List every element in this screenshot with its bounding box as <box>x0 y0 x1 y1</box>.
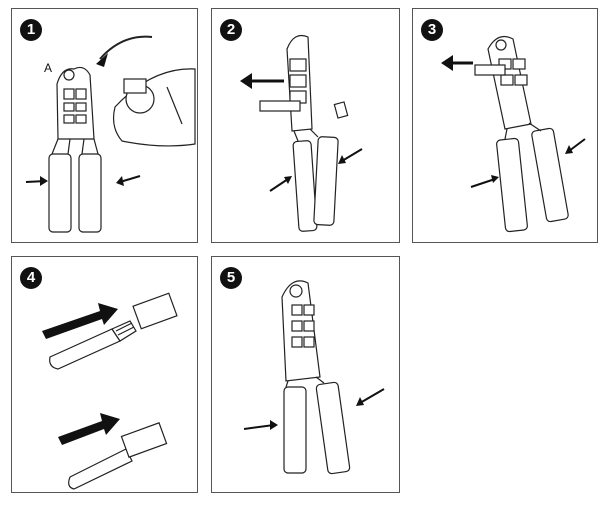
step-1-badge: 1 <box>20 19 42 41</box>
step-2-badge: 2 <box>220 19 242 41</box>
crimper-insert-illustration <box>240 34 363 232</box>
step-2-panel: 2 <box>211 8 400 243</box>
crimper-press-illustration <box>243 280 385 475</box>
step-3-panel: 3 <box>412 8 598 243</box>
step-5-badge: 5 <box>220 267 242 289</box>
step-4-badge: 4 <box>20 267 42 289</box>
crimper-open-illustration <box>25 35 196 233</box>
step-1-panel: 1 A <box>11 8 198 243</box>
crimper-closed-illustration <box>441 36 586 233</box>
step-5-panel: 5 <box>211 256 400 493</box>
step-4-panel: 4 <box>11 256 198 493</box>
callout-label-a: A <box>44 61 53 75</box>
step-3-badge: 3 <box>421 19 443 41</box>
plug-insertion-illustration <box>42 292 178 490</box>
